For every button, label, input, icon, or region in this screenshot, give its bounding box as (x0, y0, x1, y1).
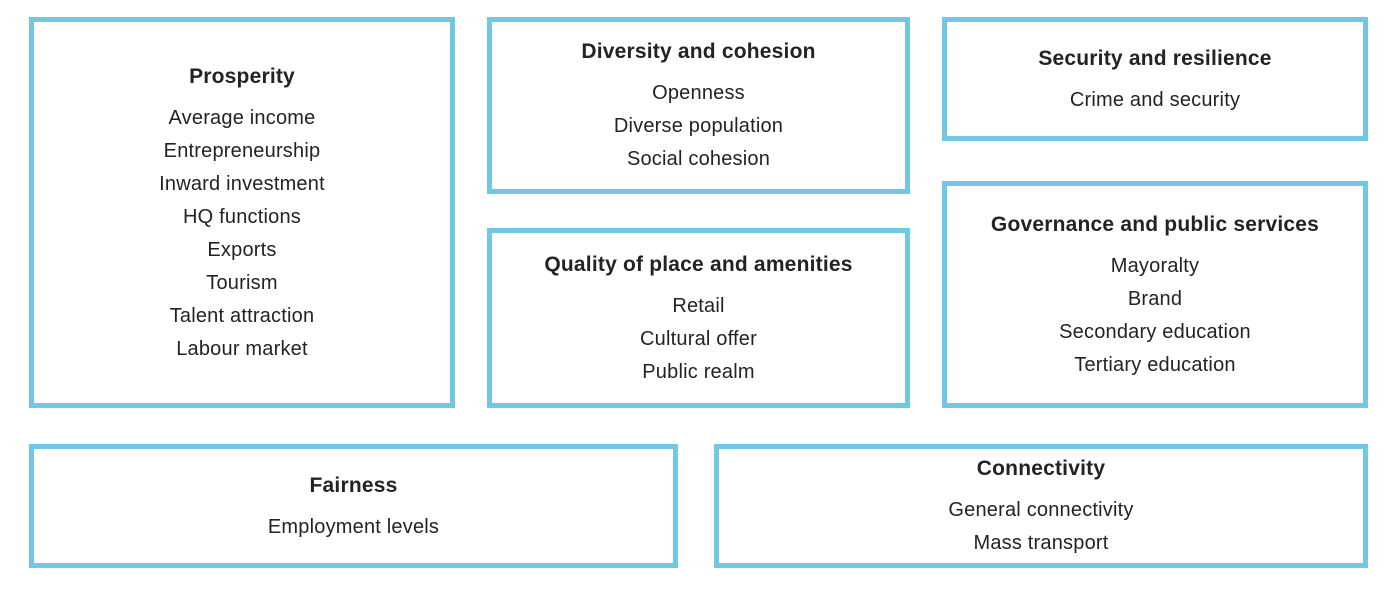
category-title-fairness: Fairness (309, 473, 398, 497)
category-item: Diverse population (613, 115, 784, 137)
category-item: Mayoralty (1110, 254, 1200, 277)
category-items-security-and-resilience: Crime and security (1070, 84, 1240, 117)
category-box-security-and-resilience: Security and resilience Crime and securi… (942, 17, 1368, 141)
category-box-prosperity: Prosperity Average income Entrepreneursh… (29, 17, 455, 408)
category-box-fairness: Fairness Employment levels (29, 444, 678, 568)
category-title-diversity-and-cohesion: Diversity and cohesion (581, 40, 816, 63)
category-title-connectivity: Connectivity (976, 457, 1106, 480)
category-items-prosperity: Average income Entrepreneurship Inward i… (159, 102, 325, 366)
category-item: Social cohesion (626, 148, 771, 170)
category-items-diversity-and-cohesion: Openness Diverse population Social cohes… (614, 77, 783, 176)
category-item: Crime and security (1069, 88, 1241, 111)
category-title-governance-and-public-services: Governance and public services (990, 212, 1320, 236)
category-items-fairness: Employment levels (268, 511, 439, 544)
category-items-quality-of-place-and-amenities: Retail Cultural offer Public realm (640, 290, 757, 389)
category-box-quality-of-place-and-amenities: Quality of place and amenities Retail Cu… (487, 228, 910, 408)
category-item: General connectivity (948, 499, 1134, 521)
category-item: Retail (672, 294, 725, 317)
category-item: Tertiary education (1074, 353, 1236, 376)
category-box-governance-and-public-services: Governance and public services Mayoralty… (942, 181, 1368, 408)
category-title-prosperity: Prosperity (189, 64, 295, 88)
category-item: Exports (207, 238, 277, 261)
category-item: HQ functions (182, 205, 301, 228)
category-item: Tourism (206, 271, 278, 294)
category-item: Labour market (176, 337, 308, 360)
category-item: Secondary education (1059, 320, 1251, 343)
category-title-security-and-resilience: Security and resilience (1038, 46, 1272, 70)
category-item: Brand (1127, 287, 1183, 310)
category-item: Employment levels (267, 515, 440, 538)
category-item: Entrepreneurship (163, 139, 321, 162)
category-item: Openness (652, 82, 745, 104)
category-item: Cultural offer (640, 327, 757, 350)
category-box-connectivity: Connectivity General connectivity Mass t… (714, 444, 1368, 568)
category-title-quality-of-place-and-amenities: Quality of place and amenities (544, 252, 853, 276)
category-item: Average income (168, 106, 316, 129)
category-item: Mass transport (973, 532, 1109, 554)
category-box-diversity-and-cohesion: Diversity and cohesion Openness Diverse … (487, 17, 910, 194)
category-items-governance-and-public-services: Mayoralty Brand Secondary education Tert… (1059, 250, 1251, 382)
category-item: Talent attraction (169, 304, 315, 327)
category-item: Inward investment (159, 172, 325, 195)
category-items-connectivity: General connectivity Mass transport (948, 494, 1133, 560)
category-item: Public realm (642, 360, 755, 383)
